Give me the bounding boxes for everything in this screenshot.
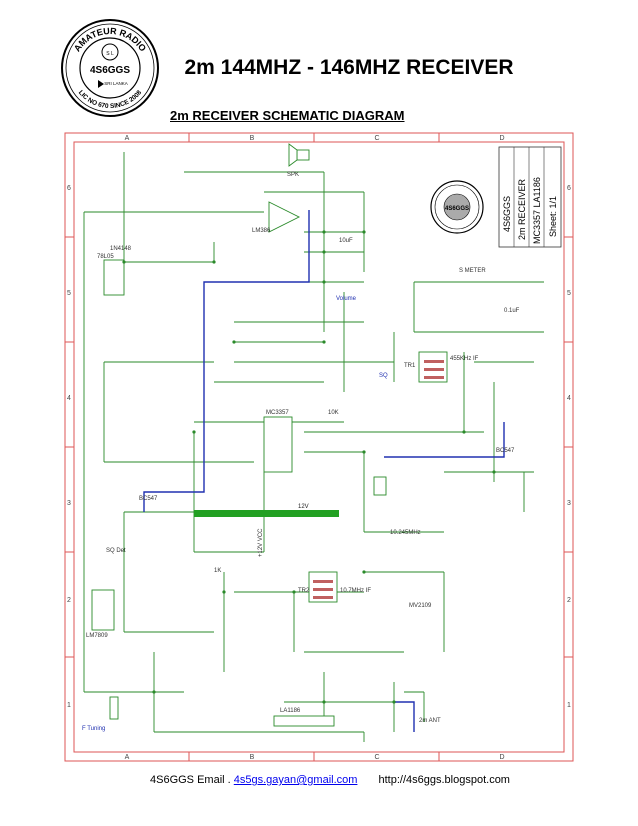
col-label: D (499, 754, 504, 761)
row-label: 4 (67, 395, 71, 402)
label-antenna: 2m ANT (419, 718, 441, 724)
ic-lm386 (268, 201, 301, 233)
label-transistor: BC547 (139, 496, 158, 502)
ic-78l05 (103, 259, 125, 296)
ic-mc3357 (263, 416, 293, 473)
row-label: 6 (67, 185, 71, 192)
label-transistor: BC547 (496, 448, 515, 454)
col-label: B (250, 135, 255, 142)
title-block-callsign: 4S6GGS (502, 196, 512, 232)
footer-email-link[interactable]: 4s5gs.gayan@gmail.com (233, 774, 358, 786)
title-block: 4S6GGS 2m RECEIVER MC3357 LA1186 Sheet: … (498, 146, 562, 248)
sheet-border-outer (64, 132, 574, 762)
potentiometer-icon (109, 696, 119, 720)
row-label: 2 (67, 597, 71, 604)
label-speaker: SPK (287, 172, 299, 178)
label-supply: +12V VCC (258, 528, 264, 557)
logo-country: SRI LANKA (104, 81, 128, 86)
title-block-name: 2m RECEIVER (517, 178, 527, 240)
label-transformer2: 10.7MHz IF (340, 588, 371, 594)
club-logo-seal: AMATEUR RADIO LIC NO 670 SINCE 2008 S L … (61, 19, 159, 117)
label-resistor: 10K (328, 410, 339, 416)
title-block-chips: MC3357 LA1186 (532, 177, 542, 244)
label-ic-if: MC3357 (266, 410, 289, 416)
footer-blog-url: http://4s6ggs.blogspot.com (378, 774, 510, 786)
label-power-rail: 12V (298, 504, 309, 510)
label-ic-reg2: LM7809 (86, 633, 108, 639)
row-label: 6 (567, 185, 571, 192)
title-block-sheet: Sheet: 1/1 (548, 196, 558, 237)
row-label: 5 (567, 290, 571, 297)
seal-callsign: 4S6GGS (445, 206, 469, 212)
label-tr1: TR1 (404, 363, 416, 369)
ic-lm7809 (91, 589, 115, 631)
schematic-logo-seal: 4S6GGS (430, 180, 484, 234)
label-ic-reg1: 78L05 (97, 254, 114, 260)
label-diode: 1N4148 (110, 246, 132, 252)
col-label: C (374, 135, 379, 142)
page-title: 2m 144MHZ - 146MHZ RECEIVER (184, 56, 514, 79)
diagram-subtitle: 2m RECEIVER SCHEMATIC DIAGRAM (170, 108, 405, 123)
logo-callsign: 4S6GGS (90, 65, 130, 76)
row-label: 1 (67, 702, 71, 709)
label-volume: Volume (336, 296, 357, 302)
circuit-wires (83, 152, 544, 742)
label-ic-rf: LA1186 (280, 708, 301, 714)
power-rail-12v (194, 510, 339, 517)
label-transformer1: 455KHz IF (450, 356, 479, 362)
col-label: A (125, 135, 130, 142)
label-sq: SQ (379, 373, 388, 379)
label-ic-audio: LM386 (252, 228, 271, 234)
row-label: 1 (567, 702, 571, 709)
row-label: 4 (567, 395, 571, 402)
label-capacitor: 10uF (339, 238, 353, 244)
signal-wire-blue (143, 210, 505, 732)
label-sq-det: SQ Det (106, 548, 126, 554)
ic-la1186 (273, 715, 335, 727)
sheet-border-inner (73, 141, 565, 753)
label-varicap: MV2109 (409, 603, 432, 609)
row-label: 5 (67, 290, 71, 297)
footer: 4S6GGS Email . 4s5gs.gayan@gmail.com htt… (150, 774, 510, 786)
col-label: A (125, 754, 130, 761)
label-capacitor: 0.1uF (504, 308, 520, 314)
row-label: 3 (67, 500, 71, 507)
crystal-icon (373, 476, 387, 496)
svg-text:S L: S L (106, 51, 114, 57)
col-label: D (499, 135, 504, 142)
footer-email-prefix: 4S6GGS Email . (150, 774, 231, 786)
label-resistor: 1K (214, 568, 221, 574)
speaker-icon (296, 149, 310, 161)
row-label: 2 (567, 597, 571, 604)
label-crystal: 10.245MHz (390, 530, 421, 536)
label-f-tuning: F Tuning (82, 726, 105, 732)
col-label: B (250, 754, 255, 761)
col-label: C (374, 754, 379, 761)
schematic-diagram: A B C D A B C D 6 5 4 3 2 1 6 5 4 3 2 1 … (64, 132, 574, 762)
row-label: 3 (567, 500, 571, 507)
label-smeter: S METER (459, 268, 486, 274)
label-tr2: TR2 (298, 588, 310, 594)
